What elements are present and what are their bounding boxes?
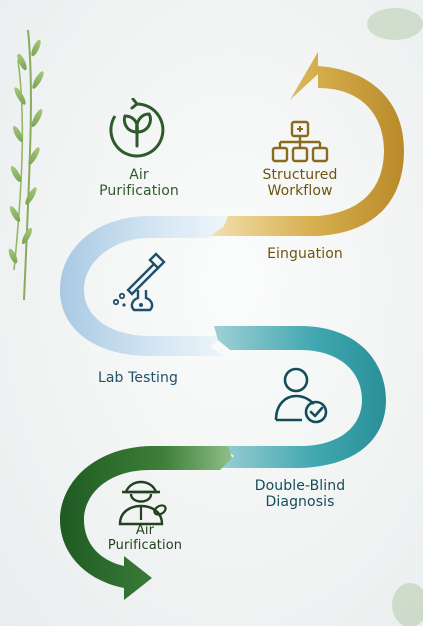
label-text: Lab Testing (97, 370, 179, 386)
label-line-2: Purification (107, 537, 183, 553)
label-line-1: Structured (262, 167, 338, 183)
label-einguation: Einguation (250, 246, 360, 263)
leaf-recycle-icon (109, 98, 165, 158)
label-double-blind-diagnosis: Double-Blind Diagnosis (240, 478, 360, 510)
label-line-2: Workflow (267, 182, 333, 199)
label-line-1: Double-Blind (254, 478, 346, 494)
label-air-purification-bottom: Air Purification (90, 523, 200, 553)
path-segment-lightblue (60, 216, 228, 356)
farmer-icon (118, 480, 167, 526)
label-line-1: Air (129, 167, 149, 183)
label-structured-workflow: Structured Workflow (250, 167, 350, 199)
label-line-2: Diagnosis (265, 493, 335, 510)
foliage-decoration (8, 8, 423, 626)
user-check-icon (274, 367, 328, 424)
path-segment-teal (214, 326, 386, 468)
label-text: Einguation (267, 246, 343, 262)
label-lab-testing: Lab Testing (78, 370, 198, 387)
path-segment-green (60, 446, 232, 600)
label-line-2: Purification (99, 182, 179, 199)
flowchart-icon (271, 120, 329, 163)
label-line-1: Air (135, 523, 155, 538)
dropper-flask-icon (112, 252, 166, 312)
label-air-purification-top: Air Purification (84, 167, 194, 199)
